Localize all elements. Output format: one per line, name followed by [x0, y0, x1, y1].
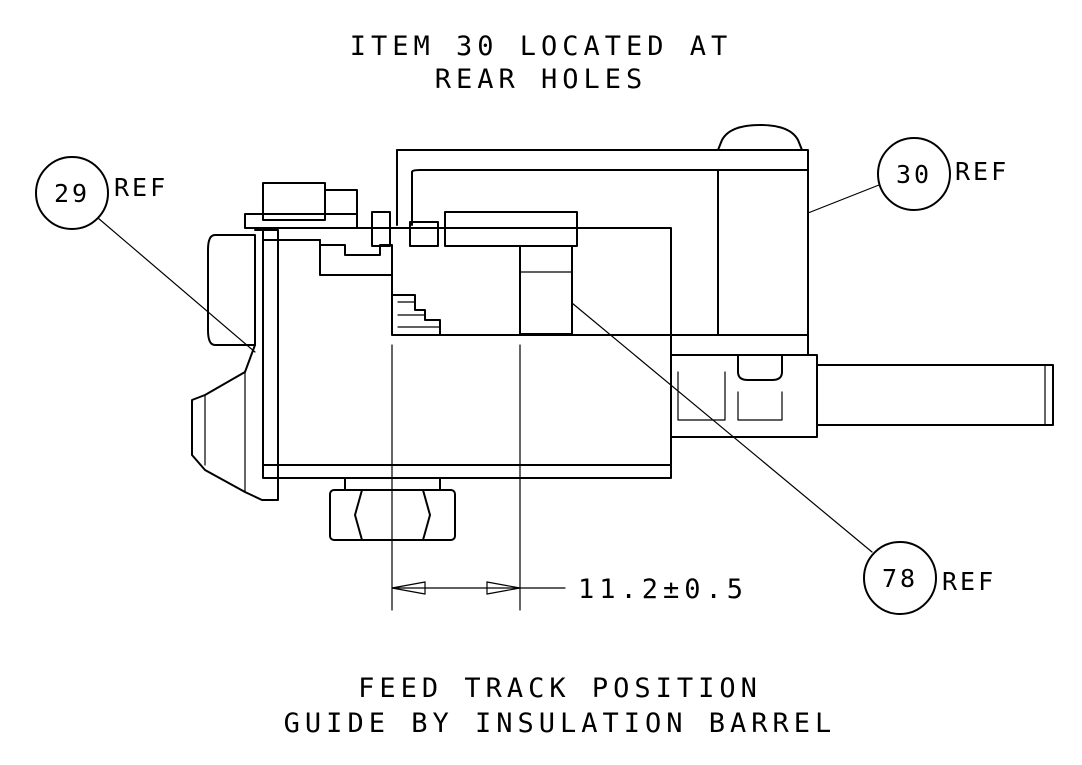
balloon-30-circle	[877, 137, 951, 211]
dimension-arrow-right	[486, 581, 521, 595]
right-end-block	[670, 354, 818, 438]
balloon-29-suffix: REF	[114, 173, 168, 202]
balloon-78-suffix: REF	[942, 567, 996, 596]
main-body	[262, 227, 672, 479]
right-pin	[816, 364, 1054, 426]
left-bracket	[207, 234, 256, 346]
item-30-cover-inner	[396, 149, 809, 226]
small-tab-1	[371, 211, 391, 247]
balloon-78-circle	[863, 541, 937, 615]
top-note-line-1: ITEM 30 LOCATED AT	[350, 31, 733, 62]
item-30-cover	[396, 149, 809, 356]
dimension-value: 11.2±0.5	[578, 574, 748, 605]
right-hidden-features	[677, 371, 783, 421]
left-profile-inner	[204, 371, 246, 493]
inner-top-block	[444, 211, 578, 247]
stair-feature	[391, 294, 441, 336]
balloon-30-suffix: REF	[955, 157, 1009, 186]
top-note-line-2: REAR HOLES	[435, 64, 648, 95]
left-profile	[191, 229, 279, 501]
balloon-30-leader	[807, 184, 880, 214]
item-30-screw-head	[717, 124, 803, 151]
dimension-group: 11.2±0.5	[391, 344, 748, 611]
top-block-3	[324, 189, 358, 215]
part-outline	[191, 124, 1054, 541]
small-tab-2	[409, 221, 439, 247]
balloon-29: 29 REF	[35, 156, 256, 353]
bottom-nut-facets	[354, 489, 431, 541]
pin-screw	[737, 354, 783, 381]
inner-right-block	[519, 245, 573, 335]
bottom-note-line-2: GUIDE BY INSULATION BARREL	[284, 708, 837, 739]
balloon-78-number: 78	[882, 564, 918, 593]
balloon-78: 78 REF	[571, 302, 996, 615]
balloon-29-number: 29	[54, 179, 90, 208]
bottom-note-line-1: FEED TRACK POSITION	[358, 673, 762, 704]
balloon-29-leader	[97, 217, 256, 353]
balloon-30: 30 REF	[807, 137, 1009, 214]
balloon-78-leader	[571, 302, 873, 553]
balloon-30-number: 30	[896, 160, 932, 189]
balloon-29-circle	[35, 156, 109, 230]
dimension-arrow-left	[391, 581, 426, 595]
inner-top-step	[391, 249, 809, 336]
